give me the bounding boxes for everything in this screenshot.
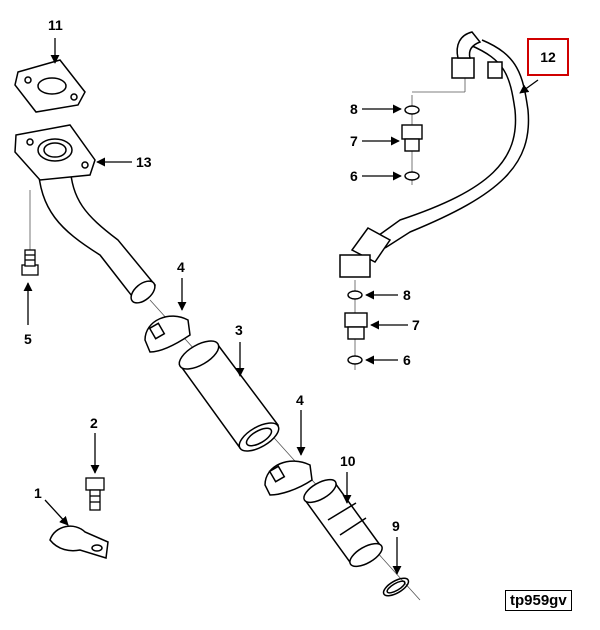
callout-11: 11 — [48, 17, 63, 33]
callout-6-lower: 6 — [403, 352, 411, 368]
callout-7-lower: 7 — [412, 317, 420, 333]
part-5-bolt — [21, 249, 39, 276]
callout-12-highlight-box — [527, 38, 569, 76]
fitting-set-lower — [344, 290, 368, 365]
part-11-gasket — [14, 59, 86, 113]
part-3-hose — [178, 340, 280, 452]
callout-12: 12 — [540, 49, 556, 65]
leader-arrows — [23, 38, 539, 575]
callout-4-upper: 4 — [177, 259, 185, 275]
part-12-line-assembly — [339, 31, 530, 278]
callout-8-lower: 8 — [403, 287, 411, 303]
callout-9: 9 — [392, 518, 400, 534]
callout-7-upper: 7 — [350, 133, 358, 149]
part-4-clamp-lower — [264, 460, 313, 496]
part-13-elbow-pipe — [14, 124, 157, 304]
callout-3: 3 — [235, 322, 243, 338]
callout-10: 10 — [340, 453, 356, 469]
part-10-tube — [303, 478, 383, 568]
callout-6-upper: 6 — [350, 168, 358, 184]
part-4-clamp-upper — [144, 315, 191, 353]
callout-4-lower: 4 — [296, 392, 304, 408]
callout-5: 5 — [24, 331, 32, 347]
fitting-set-upper — [401, 105, 423, 181]
callout-13: 13 — [136, 154, 152, 170]
callout-8-upper: 8 — [350, 101, 358, 117]
figure-reference-code: tp959gv — [505, 590, 572, 611]
part-1-clip — [49, 525, 109, 559]
part-9-o-ring — [382, 577, 410, 597]
part-2-bolt — [85, 477, 105, 511]
callout-1: 1 — [34, 485, 42, 501]
callout-2: 2 — [90, 415, 98, 431]
